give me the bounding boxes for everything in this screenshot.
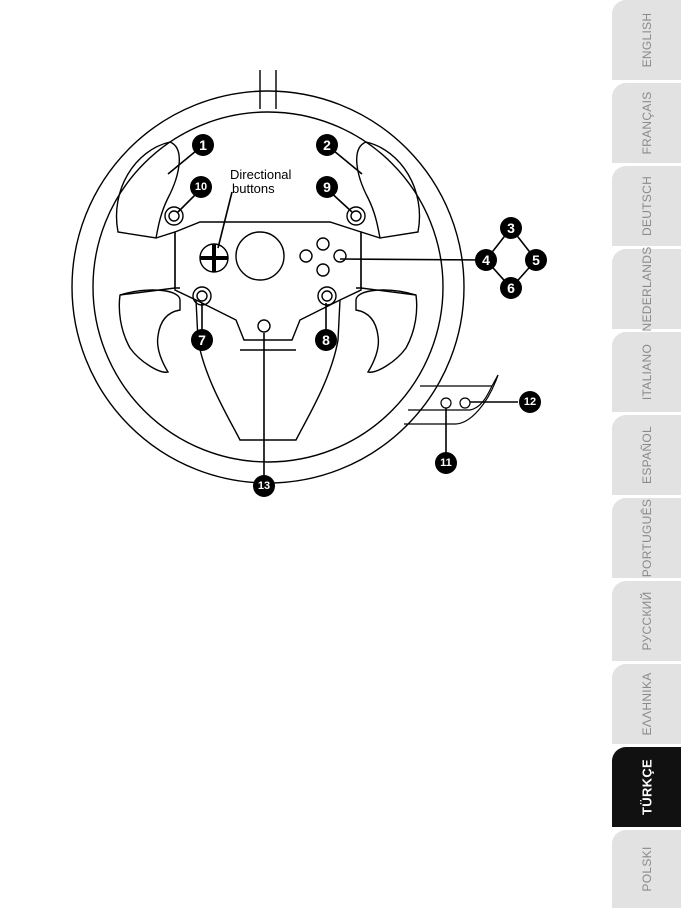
tab-label: POLSKI: [640, 846, 654, 891]
callout-4: 4: [475, 249, 497, 271]
tab-label: PORTUGUÊS: [640, 499, 654, 578]
wheel-rim: [72, 70, 464, 483]
svg-text:5: 5: [532, 252, 540, 268]
tab-greek[interactable]: ΕΛΛΗΝΙΚΑ: [612, 664, 681, 747]
tab-label: ΕΛΛΗΝΙΚΑ: [640, 672, 654, 735]
svg-text:13: 13: [258, 480, 270, 492]
tab-polski[interactable]: POLSKI: [612, 830, 681, 908]
svg-text:7: 7: [198, 332, 206, 348]
side-panel-inset: [404, 375, 498, 424]
callout-7: 7: [191, 329, 213, 351]
tab-label: TÜRKÇE: [639, 759, 654, 815]
callout-8: 8: [315, 329, 337, 351]
tab-label: РУССКИЙ: [640, 591, 654, 650]
svg-text:9: 9: [323, 179, 331, 195]
callout-13: 13: [253, 475, 275, 497]
callout-6: 6: [500, 277, 522, 299]
svg-text:8: 8: [322, 332, 330, 348]
tab-espanol[interactable]: ESPAÑOL: [612, 415, 681, 498]
callout-1: 1: [192, 134, 214, 156]
tab-label: ENGLISH: [640, 13, 654, 68]
callout-9: 9: [316, 176, 338, 198]
callout-3: 3: [500, 217, 522, 239]
tab-francais[interactable]: FRANÇAIS: [612, 83, 681, 166]
callout-5: 5: [525, 249, 547, 271]
tab-label: ESPAÑOL: [640, 426, 654, 484]
svg-text:3: 3: [507, 220, 515, 236]
svg-text:10: 10: [195, 181, 207, 193]
svg-text:1: 1: [199, 137, 207, 153]
tab-turkce[interactable]: TÜRKÇE: [612, 747, 681, 830]
tab-italiano[interactable]: ITALIANO: [612, 332, 681, 415]
tab-label: FRANÇAIS: [640, 91, 654, 154]
svg-text:6: 6: [507, 280, 515, 296]
svg-text:11: 11: [440, 457, 452, 469]
steering-wheel-diagram: Directional buttons 1 2 3 4 5 6 7 8 9 10…: [0, 0, 612, 908]
tab-russian[interactable]: РУССКИЙ: [612, 581, 681, 664]
svg-text:4: 4: [482, 252, 490, 268]
tab-label: NEDERLANDS: [640, 246, 654, 331]
directional-buttons-label-line1: Directional: [230, 167, 292, 182]
callout-11: 11: [435, 452, 457, 474]
directional-buttons-label-line2: buttons: [232, 181, 275, 196]
callout-10: 10: [190, 176, 212, 198]
tab-english[interactable]: ENGLISH: [612, 0, 681, 83]
tab-deutsch[interactable]: DEUTSCH: [612, 166, 681, 249]
tab-label: DEUTSCH: [640, 176, 654, 236]
tab-nederlands[interactable]: NEDERLANDS: [612, 249, 681, 332]
tab-label: ITALIANO: [640, 344, 654, 400]
language-tabs: ENGLISH FRANÇAIS DEUTSCH NEDERLANDS ITAL…: [612, 0, 681, 908]
svg-text:2: 2: [323, 137, 331, 153]
tab-portugues[interactable]: PORTUGUÊS: [612, 498, 681, 581]
callout-12: 12: [519, 391, 541, 413]
callout-2: 2: [316, 134, 338, 156]
svg-text:12: 12: [524, 396, 536, 408]
